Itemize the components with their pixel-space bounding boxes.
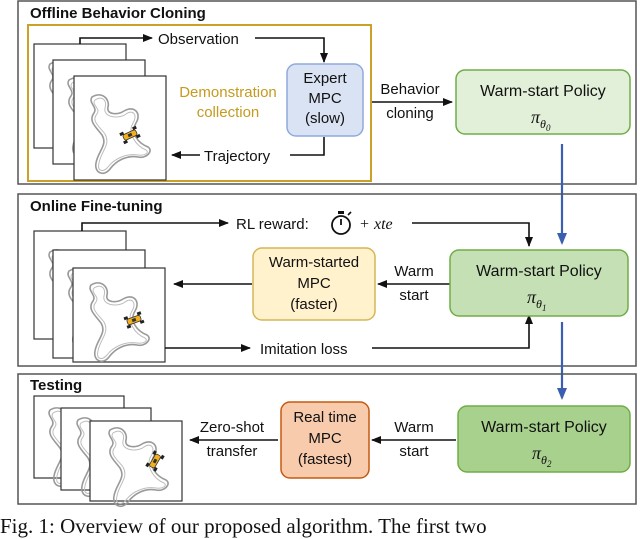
rl-reward-xte: xte: [373, 216, 393, 233]
warm-started-mpc-box: [252, 247, 376, 321]
offline-track-stack: [33, 43, 167, 181]
trajectory-label: Trajectory: [204, 148, 271, 165]
testing-warm-start-line2: start: [399, 443, 429, 460]
testing-panel-title: Testing: [30, 377, 82, 394]
expert-mpc-box: [286, 63, 364, 137]
online-warm-start-line1: Warm: [394, 263, 433, 280]
warm-started-mpc-line2: MPC: [297, 275, 331, 292]
offline-panel-frame: [17, 0, 637, 185]
zero-shot-line1: Zero-shot: [200, 419, 265, 436]
behavior-cloning-line1: Behavior: [380, 81, 439, 98]
policy-theta1-symbol: πθ1: [527, 287, 546, 313]
real-time-mpc-line2: MPC: [308, 430, 342, 447]
demonstration-collection-box: [27, 24, 372, 182]
online-panel-title: Online Fine-tuning: [30, 198, 162, 215]
real-time-mpc-line3: (fastest): [298, 451, 352, 468]
policy-theta1-box: [449, 249, 629, 317]
observation-label: Observation: [158, 31, 239, 48]
demonstration-label-line2: collection: [197, 104, 260, 121]
policy-theta2-title: Warm-start Policy: [481, 419, 607, 436]
testing-panel-frame: [17, 373, 637, 505]
trajectory-arrow: [290, 137, 325, 156]
figure-caption: Fig. 1: Overview of our proposed algorit…: [0, 514, 487, 538]
zero-shot-line2: transfer: [207, 443, 258, 460]
real-time-mpc-line1: Real time: [293, 409, 356, 426]
rl-reward-arrow-start: [81, 219, 229, 231]
policy-theta2-box: [457, 405, 631, 473]
expert-mpc-line2: MPC: [308, 90, 342, 107]
rl-reward-plus: +: [360, 216, 369, 233]
online-panel-frame: [17, 193, 637, 367]
testing-track-stack: [33, 395, 183, 508]
online-warm-start-line2: start: [399, 287, 429, 304]
imitation-loss-label: Imitation loss: [260, 341, 348, 358]
offline-panel-title: Offline Behavior Cloning: [30, 5, 206, 22]
policy-theta2-symbol: πθ2: [532, 443, 552, 469]
real-time-mpc-box: [280, 401, 370, 479]
online-track-stack: [33, 230, 166, 363]
rl-reward-arrow-end: [412, 222, 533, 247]
observation-arrow: [79, 34, 153, 44]
policy-theta0-box: [455, 69, 631, 135]
rl-reward-label: RL reward:: [236, 216, 309, 233]
stopwatch-icon: [331, 211, 352, 235]
expert-mpc-line1: Expert: [303, 70, 347, 87]
behavior-cloning-line2: cloning: [386, 105, 434, 122]
policy-theta0-symbol: πθ0: [531, 107, 551, 133]
policy-theta0-title: Warm-start Policy: [480, 83, 606, 100]
warm-started-mpc-line3: (faster): [290, 296, 338, 313]
testing-warm-start-line1: Warm: [394, 419, 433, 436]
warm-started-mpc-line1: Warm-started: [269, 254, 359, 271]
imitation-loss-arrow-end: [372, 314, 533, 349]
demonstration-label-line1: Demonstration: [179, 84, 277, 101]
observation-arrow-to-expert: [255, 37, 328, 63]
expert-mpc-line3: (slow): [305, 110, 345, 127]
policy-theta1-title: Warm-start Policy: [476, 263, 602, 280]
